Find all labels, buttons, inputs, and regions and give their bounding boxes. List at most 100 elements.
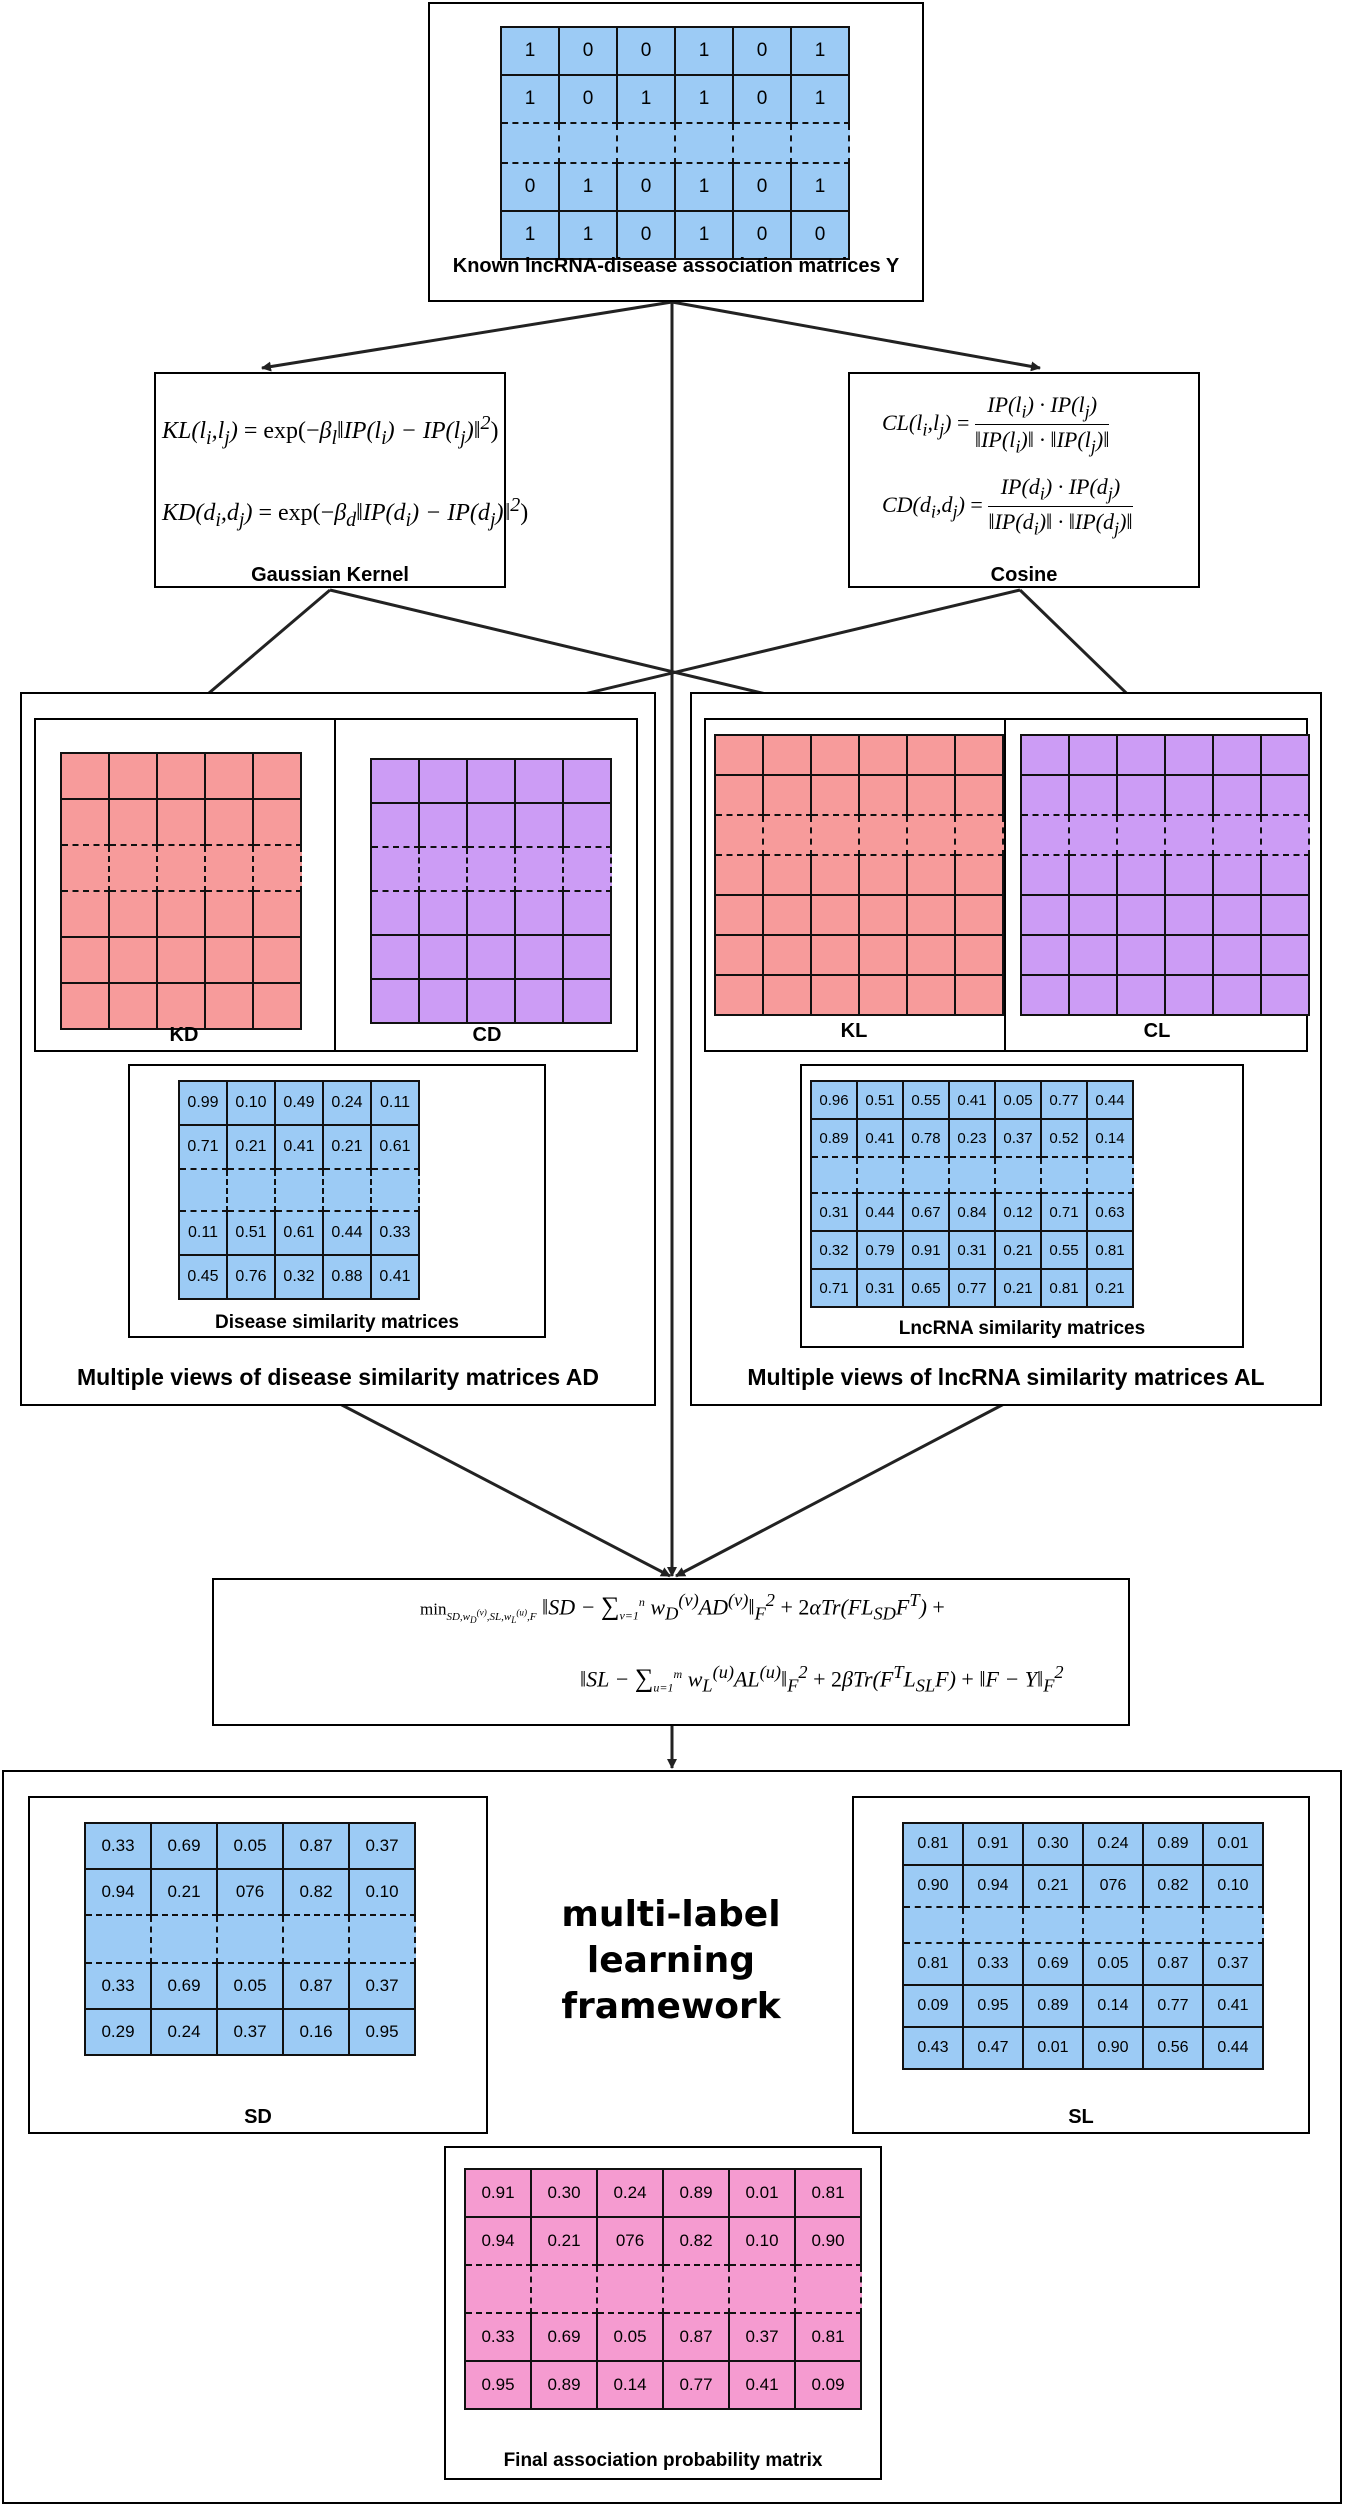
matrix-cell	[350, 1916, 416, 1964]
matrix-cell: 0.81	[1042, 1270, 1088, 1308]
matrix-cell	[532, 2266, 598, 2314]
cosine-caption: Cosine	[990, 564, 1058, 586]
matrix-cell	[716, 976, 764, 1016]
matrix-cell	[764, 816, 812, 856]
matrix-cell	[860, 896, 908, 936]
matrix-cell	[372, 936, 420, 980]
matrix-cell	[564, 848, 612, 892]
matrix-cell: 0.14	[1084, 1986, 1144, 2028]
matrix-cell	[206, 754, 254, 800]
matrix-cell	[1214, 936, 1262, 976]
matrix-cell	[1070, 816, 1118, 856]
matrix-cell: 0.30	[1024, 1824, 1084, 1866]
matrix-cell	[1214, 856, 1262, 896]
matrix-cell	[468, 980, 516, 1024]
matrix-cell: 0.71	[812, 1270, 858, 1308]
matrix-cell	[1214, 776, 1262, 816]
matrix-cell: 0.21	[228, 1126, 276, 1170]
matrix-cell	[254, 800, 302, 846]
matrix-cell: 0.89	[1024, 1986, 1084, 2028]
matrix-cell: 0.96	[812, 1082, 858, 1120]
matrix-cell	[734, 124, 792, 164]
matrix-cell: 0.11	[180, 1212, 228, 1256]
matrix-cell	[860, 856, 908, 896]
matrix-cell	[110, 984, 158, 1030]
matrix-cell: 0.71	[1042, 1194, 1088, 1232]
matrix-cell: 0.51	[228, 1212, 276, 1256]
matrix-cell	[812, 936, 860, 976]
matrix-cell	[764, 776, 812, 816]
matrix-cell: 0.21	[1024, 1866, 1084, 1908]
matrix-cell	[1262, 816, 1310, 856]
matrix-cell	[254, 846, 302, 892]
matrix-cell: 1	[676, 164, 734, 212]
matrix-cell	[996, 1158, 1042, 1194]
matrix-cell	[1024, 1908, 1084, 1944]
framework-title: multi-label learning framework	[561, 1894, 781, 2027]
matrix-cell	[904, 1908, 964, 1944]
kl-matrix	[714, 734, 1004, 1016]
matrix-cell	[1262, 736, 1310, 776]
known-association-caption: Known lncRNA-disease association matrice…	[452, 255, 900, 277]
matrix-cell: 0.21	[532, 2218, 598, 2266]
matrix-cell	[1214, 736, 1262, 776]
matrix-cell: 0.91	[904, 1232, 950, 1270]
matrix-cell	[1262, 896, 1310, 936]
matrix-cell: 0.32	[812, 1232, 858, 1270]
matrix-cell	[956, 776, 1004, 816]
matrix-cell	[1022, 896, 1070, 936]
matrix-cell: 0.61	[372, 1126, 420, 1170]
matrix-cell: 0.09	[904, 1986, 964, 2028]
matrix-cell: 0.21	[996, 1270, 1042, 1308]
matrix-cell	[858, 1158, 904, 1194]
matrix-cell	[420, 892, 468, 936]
matrix-cell: 0.05	[1084, 1944, 1144, 1986]
matrix-cell	[1118, 936, 1166, 976]
matrix-cell	[956, 976, 1004, 1016]
matrix-cell: 0.94	[86, 1870, 152, 1916]
matrix-cell: 0	[734, 212, 792, 260]
matrix-cell: 0.61	[276, 1212, 324, 1256]
matrix-cell: 0.84	[950, 1194, 996, 1232]
matrix-cell: 0.31	[812, 1194, 858, 1232]
matrix-cell: 0.87	[284, 1824, 350, 1870]
matrix-cell: 1	[676, 212, 734, 260]
matrix-cell	[1022, 856, 1070, 896]
matrix-cell	[860, 816, 908, 856]
matrix-cell	[956, 896, 1004, 936]
matrix-cell: 0.51	[858, 1082, 904, 1120]
matrix-cell: 0.10	[228, 1082, 276, 1126]
matrix-cell: 0.32	[276, 1256, 324, 1300]
matrix-cell: 0.82	[284, 1870, 350, 1916]
arrow-ad-to-objective	[339, 1402, 671, 1578]
cl-cosine-formula: CL(li,lj) = IP(li) · IP(lj)‖IP(li)‖ · ‖I…	[882, 392, 1110, 457]
matrix-cell: 0.81	[796, 2170, 862, 2218]
matrix-cell	[218, 1916, 284, 1964]
matrix-cell: 0.12	[996, 1194, 1042, 1232]
sl-label: SL	[1068, 2106, 1094, 2128]
matrix-cell: 0.94	[964, 1866, 1024, 1908]
matrix-cell: 0.30	[532, 2170, 598, 2218]
matrix-cell	[812, 776, 860, 816]
matrix-cell	[1022, 776, 1070, 816]
matrix-cell: 0.33	[964, 1944, 1024, 1986]
gaussian-kernel-caption: Gaussian Kernel	[251, 564, 409, 586]
matrix-cell: 0.41	[1204, 1986, 1264, 2028]
matrix-cell	[1166, 976, 1214, 1016]
matrix-cell: 0.41	[950, 1082, 996, 1120]
matrix-cell: 0.14	[1088, 1120, 1134, 1158]
matrix-cell: 0.77	[950, 1270, 996, 1308]
matrix-cell	[1166, 936, 1214, 976]
matrix-cell: 0.69	[152, 1964, 218, 2010]
matrix-cell	[158, 892, 206, 938]
matrix-cell: 0.81	[904, 1824, 964, 1866]
matrix-cell	[516, 848, 564, 892]
matrix-cell	[956, 936, 1004, 976]
matrix-cell	[1204, 1908, 1264, 1944]
matrix-cell: 1	[560, 212, 618, 260]
matrix-cell	[908, 936, 956, 976]
matrix-cell	[206, 846, 254, 892]
matrix-cell	[716, 936, 764, 976]
matrix-cell: 0.90	[1084, 2028, 1144, 2070]
matrix-cell: 1	[676, 28, 734, 76]
